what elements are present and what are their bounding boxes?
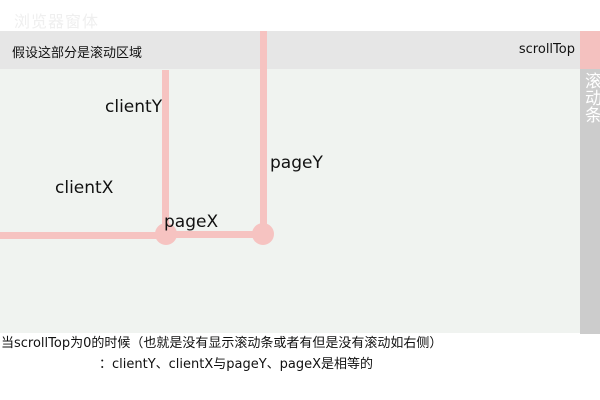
page-y-line: [260, 31, 267, 234]
browser-window-title: 浏览器窗体: [14, 12, 100, 31]
client-y-line: [162, 70, 169, 238]
page-y-label: pageY: [270, 153, 323, 173]
page-x-label: pageX: [164, 212, 219, 232]
client-x-label: clientX: [55, 178, 114, 198]
viewport-area: [0, 69, 580, 333]
scroll-area-label: 假设这部分是滚动区域: [12, 46, 143, 61]
client-point: [155, 223, 177, 245]
page-x-line: [168, 231, 264, 238]
client-y-label: clientY: [105, 97, 163, 117]
scrollbar-thumb[interactable]: [580, 31, 600, 69]
client-x-line: [0, 232, 168, 239]
scrolltop-label: scrollTop: [518, 42, 575, 57]
scrollbar-label: 滚动条: [581, 72, 600, 123]
note-line-1: 当scrollTop为0的时候（也就是没有显示滚动条或者有但是没有滚动如右侧）: [1, 336, 443, 351]
scrollbar-track[interactable]: [580, 31, 600, 334]
page-point: [252, 223, 274, 245]
scroll-area-header: [0, 31, 580, 69]
note-line-2: ：clientY、clientX与pageY、pageX是相等的: [99, 357, 374, 372]
